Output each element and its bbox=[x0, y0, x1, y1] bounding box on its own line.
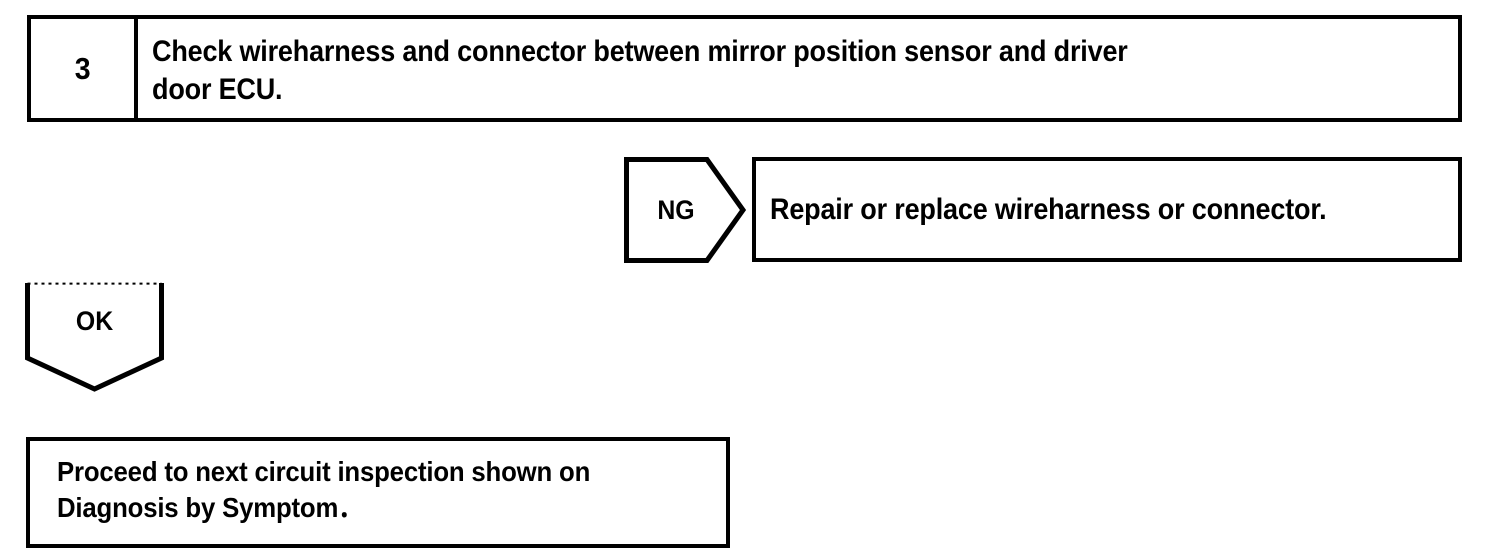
ok-result-box: Proceed to next circuit inspection shown… bbox=[26, 437, 730, 548]
ok-result-text: Proceed to next circuit inspection shown… bbox=[57, 456, 591, 523]
arrow-down-pentagon-icon bbox=[25, 282, 164, 392]
arrow-right-pentagon-icon bbox=[624, 157, 746, 263]
step-number: 3 bbox=[74, 50, 91, 86]
step-instruction-text: Check wireharness and connector between … bbox=[152, 35, 1128, 106]
ng-result-box: Repair or replace wireharness or connect… bbox=[752, 157, 1462, 262]
step-row: 3 Check wireharness and connector betwee… bbox=[27, 15, 1462, 122]
step-number-cell: 3 bbox=[31, 19, 138, 118]
ng-branch-tag: NG bbox=[624, 157, 746, 263]
ng-result-text: Repair or replace wireharness or connect… bbox=[770, 192, 1327, 226]
ok-branch-label: OK bbox=[75, 305, 114, 336]
ng-branch-label: NG bbox=[657, 194, 695, 225]
step-instruction-cell: Check wireharness and connector between … bbox=[138, 19, 1458, 118]
ok-branch-tag: OK bbox=[25, 282, 164, 392]
